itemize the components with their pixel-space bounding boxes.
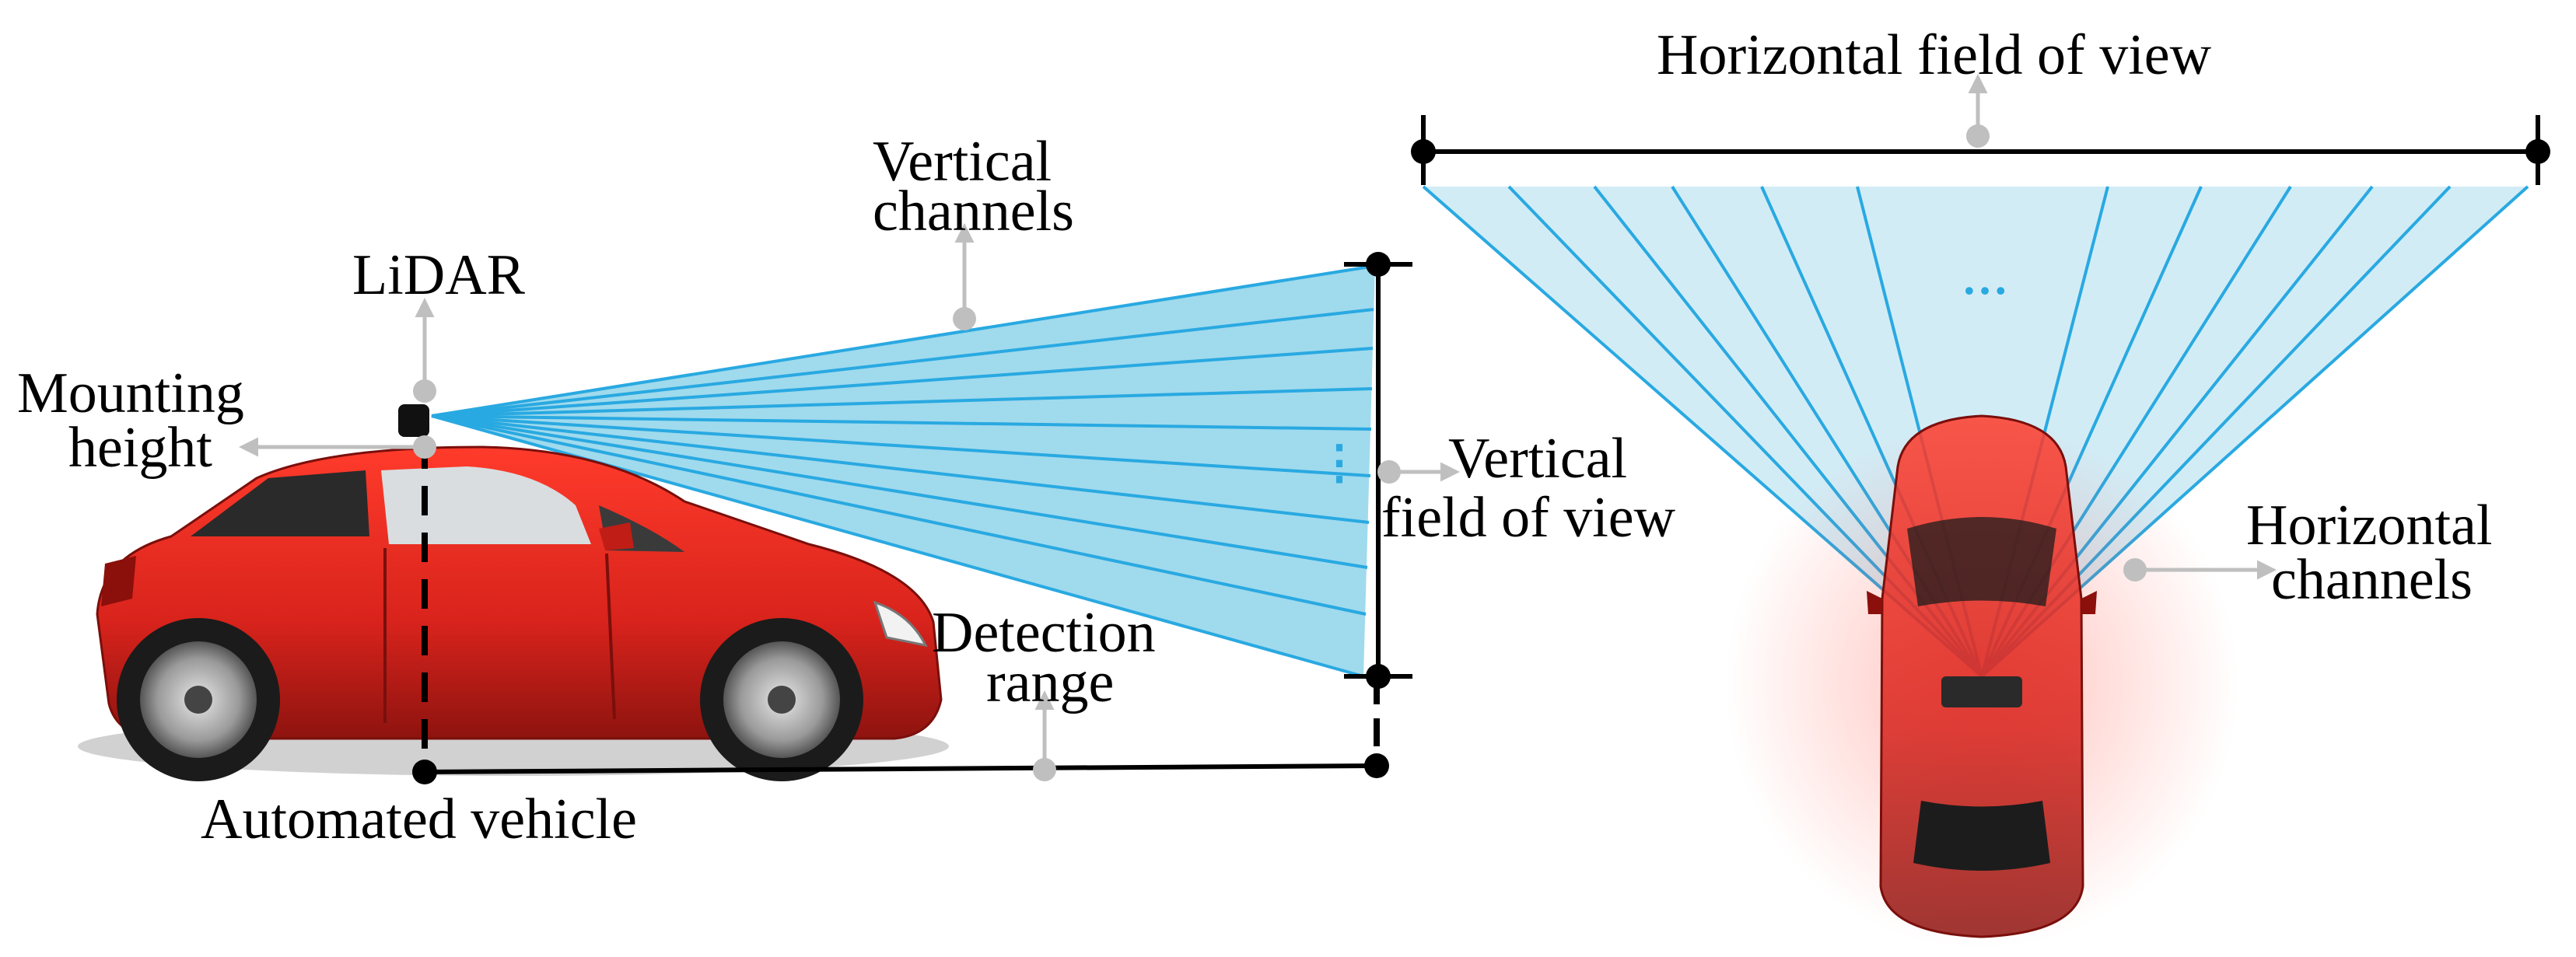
lidar-label: LiDAR: [352, 243, 526, 307]
side-view: ⋮: [17, 130, 1676, 851]
detection-range-label-line2: range: [986, 651, 1114, 714]
vertical-channels-label-line2: channels: [873, 180, 1074, 243]
vertical-channels-label-line1: Vertical: [873, 130, 1052, 194]
vertical-fov-label-line2: field of view: [1381, 486, 1676, 550]
lidar-sensor-icon: [398, 404, 429, 437]
horizontal-fov-label: Horizontal field of view: [1657, 23, 2212, 87]
rear-wheel: [117, 618, 280, 781]
side-view-pointers: [239, 223, 1460, 781]
automated-vehicle-side: [78, 445, 949, 781]
front-wheel: [700, 618, 863, 781]
detection-range-marker: [424, 676, 1389, 778]
automated-vehicle-top: [1725, 414, 2238, 948]
top-view: … Horizontal field of vie: [1411, 23, 2550, 948]
vertical-channels-ellipsis: ⋮: [1316, 437, 1363, 488]
mounting-height-label-line1: Mounting: [17, 361, 244, 425]
detection-range-label-line1: Detection: [932, 601, 1156, 665]
mounting-height-label-line2: height: [68, 416, 212, 480]
vertical-fov-label-line1: Vertical: [1448, 427, 1627, 491]
top-view-pointers: [1966, 74, 2277, 582]
automated-vehicle-label: Automated vehicle: [201, 788, 637, 851]
horizontal-channels-label-line1: Horizontal: [2246, 494, 2492, 557]
horizontal-fov-bracket: [1411, 115, 2550, 185]
horizontal-channels-ellipsis: …: [1962, 253, 2008, 304]
horizontal-channels-label-line2: channels: [2271, 548, 2473, 612]
